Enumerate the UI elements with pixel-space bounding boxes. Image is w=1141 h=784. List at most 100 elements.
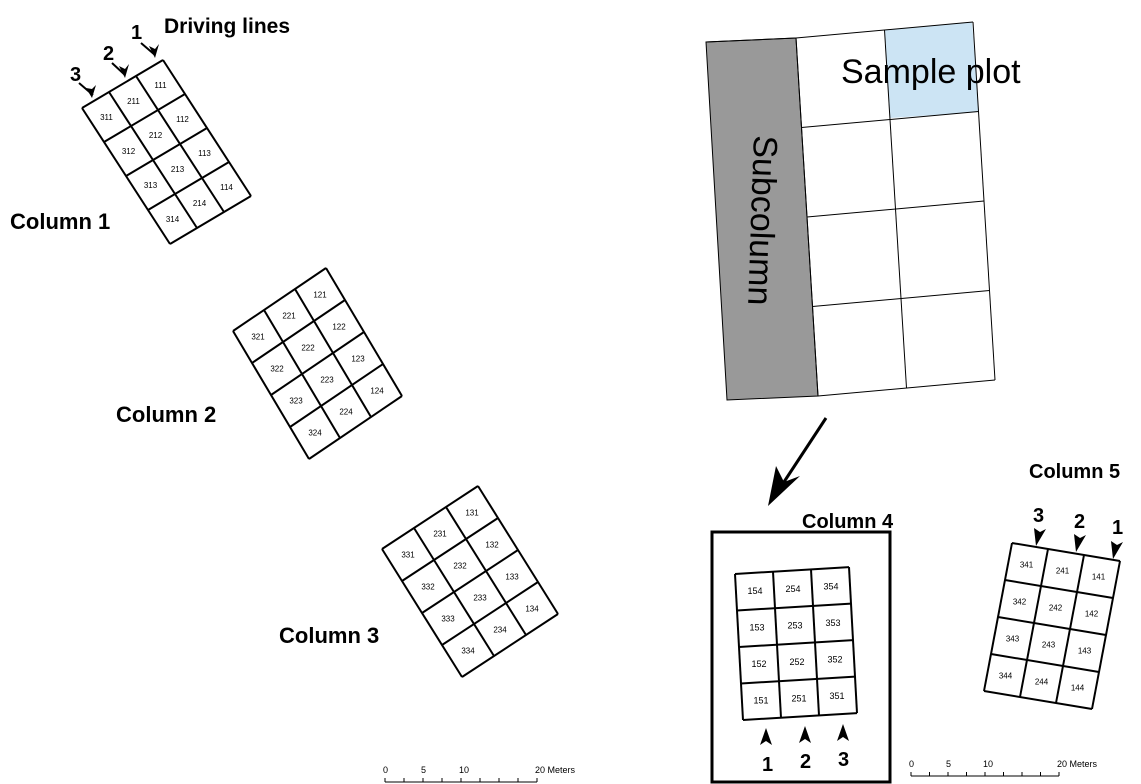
sample-plot-id: 123 <box>351 355 365 364</box>
column-1-driving-arrows: 3 2 1 <box>70 22 159 98</box>
sample-plot-id: 333 <box>441 615 455 624</box>
column-2-label: Column 2 <box>116 402 216 427</box>
sample-plot-id: 132 <box>485 541 499 550</box>
driving-line-number: 1 <box>1112 517 1123 539</box>
sample-plot-id: 121 <box>313 291 327 300</box>
grid-line <box>1011 542 1121 562</box>
sample-plot-id: 223 <box>320 376 334 385</box>
driving-line-arrow <box>1034 528 1046 546</box>
sample-plot-id: 142 <box>1085 610 1099 619</box>
driving-line-arrow <box>86 85 96 98</box>
scale-bar-label: 0 <box>909 759 914 769</box>
sample-plot-label: Sample plot <box>841 53 1021 91</box>
sample-plot-id: 111 <box>154 81 167 90</box>
schematic-grid-line <box>806 200 985 218</box>
driving-line-number: 3 <box>838 749 849 771</box>
sample-plot-id: 311 <box>100 113 113 122</box>
sample-plot-id: 323 <box>289 397 303 406</box>
sample-plot-id: 313 <box>144 181 158 190</box>
sample-plot-id: 134 <box>525 605 539 614</box>
sample-plot-id: 351 <box>829 691 844 701</box>
grid-line <box>461 613 559 678</box>
driving-line-arrow <box>1111 541 1123 559</box>
sample-plot-id: 353 <box>825 618 840 628</box>
driving-line-number: 1 <box>762 754 773 776</box>
sample-plot-id: 322 <box>270 365 284 374</box>
sample-plot-id: 354 <box>823 582 838 592</box>
scale-bar-label: 10 <box>983 759 993 769</box>
grid-line <box>997 616 1107 636</box>
sample-plot-id: 212 <box>149 131 163 140</box>
scale-bar-label: 10 <box>459 765 469 775</box>
column-4-frame <box>710 530 892 784</box>
sample-plot-id: 144 <box>1071 684 1085 693</box>
grid-line <box>232 267 327 332</box>
driving-line-number: 3 <box>1033 505 1044 527</box>
schematic-grid <box>705 21 996 397</box>
driving-line-number: 2 <box>103 43 114 65</box>
sample-plot-id: 233 <box>473 594 487 603</box>
sample-plot-id: 112 <box>176 115 189 124</box>
grid-line <box>734 566 850 575</box>
grid-line <box>401 517 499 582</box>
grid-line <box>125 127 208 177</box>
sample-plot-id: 352 <box>827 655 842 665</box>
sample-plot-id: 224 <box>339 408 353 417</box>
column-3-label: Column 3 <box>279 623 379 648</box>
grid-line <box>983 690 1093 710</box>
sample-plot-id: 241 <box>1056 567 1070 576</box>
driving-line-number: 2 <box>800 751 811 773</box>
schematic-grid-line <box>817 379 996 397</box>
subcolumn-schematic: Sample plot Subcolumn <box>705 21 1021 401</box>
sample-plot-id: 344 <box>999 672 1013 681</box>
sample-plot-id: 153 <box>749 623 764 633</box>
sample-plot-id: 232 <box>453 562 467 571</box>
grid-line <box>421 549 519 614</box>
grid-line <box>441 581 539 646</box>
sample-plot-id: 334 <box>461 647 475 656</box>
sample-plot-id: 253 <box>787 620 802 630</box>
grid-line <box>308 395 403 460</box>
grid-line <box>738 639 854 648</box>
grid-line <box>740 675 856 685</box>
scale-bar-label: 20 Meters <box>1057 759 1098 769</box>
driving-line-arrow-shaft <box>78 82 94 96</box>
sample-plot-id: 324 <box>308 429 322 438</box>
column-5-label: Column 5 <box>1029 461 1120 483</box>
sample-plot-id: 151 <box>753 696 768 706</box>
sample-plot-id: 152 <box>751 659 766 669</box>
sample-plot-id: 214 <box>193 199 207 208</box>
sample-plot-id: 213 <box>171 165 185 174</box>
grid-line <box>169 195 252 245</box>
grid-line <box>990 653 1100 673</box>
column-5-driving-arrows: 3 2 1 <box>1033 505 1123 559</box>
sample-plot-id: 341 <box>1020 561 1034 570</box>
sample-plot-id: 113 <box>198 149 211 158</box>
schematic-grid-line <box>705 37 797 43</box>
sample-plot-id: 211 <box>127 97 140 106</box>
driving-line-number: 1 <box>131 22 142 44</box>
driving-line-arrow <box>119 64 129 78</box>
driving-line-arrow <box>760 728 772 745</box>
sample-plot-id: 243 <box>1042 641 1056 650</box>
grid-line <box>742 712 858 721</box>
scale-bar-label: 5 <box>421 765 426 775</box>
sample-plot-id: 234 <box>493 626 507 635</box>
grid-line <box>736 602 852 612</box>
sample-plot-id: 122 <box>332 323 346 332</box>
column-1-label: Column 1 <box>10 209 110 234</box>
grid-line <box>270 331 365 396</box>
driving-line-arrow <box>1074 534 1086 552</box>
sample-plot-id: 252 <box>789 657 804 667</box>
driving-line-arrow <box>799 726 811 743</box>
sample-plot-highlight <box>885 22 979 118</box>
sample-plot-id: 114 <box>220 183 233 192</box>
sample-plot-id: 143 <box>1078 647 1092 656</box>
schematic-grid-line <box>801 111 979 128</box>
sample-plot-id: 141 <box>1092 573 1106 582</box>
sample-plot-id: 221 <box>282 312 296 321</box>
